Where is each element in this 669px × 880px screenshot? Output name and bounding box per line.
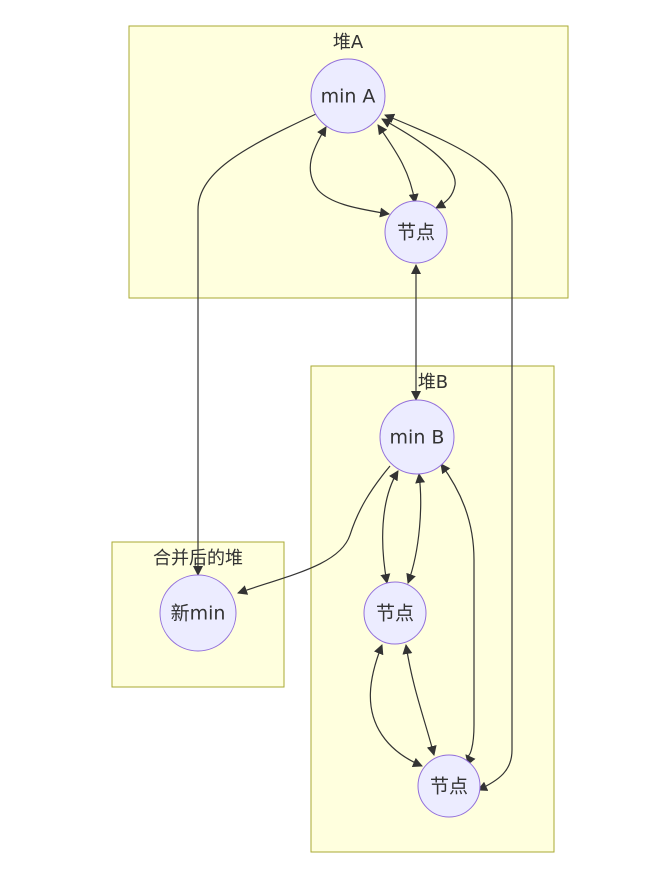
edge-min-a-node-b2: [384, 113, 513, 791]
node-min-b[interactable]: min B: [379, 399, 455, 475]
node-heap-b-child-1-label: 节点: [376, 603, 414, 625]
edge-min-a-new-min: [193, 113, 317, 576]
edge-node-b1-node-b2-right: [402, 644, 437, 756]
node-new-min-label: 新min: [171, 603, 226, 625]
node-min-b-label: min B: [390, 427, 445, 449]
node-min-a-label: min A: [321, 86, 376, 108]
edge-min-a-node-a-left: [309, 126, 390, 218]
edge-min-b-new-min: [237, 465, 391, 595]
node-heap-a-child-label: 节点: [397, 222, 435, 244]
node-heap-a-child[interactable]: 节点: [384, 200, 448, 264]
edges: [193, 113, 513, 791]
edge-min-b-node-b1-right: [406, 473, 426, 584]
node-heap-b-child-2-label: 节点: [430, 776, 468, 798]
node-heap-b-child-1[interactable]: 节点: [363, 581, 427, 645]
cluster-heap-a-title: 堆A: [333, 32, 364, 53]
edge-node-b1-node-b2-left: [369, 644, 423, 768]
node-new-min[interactable]: 新min: [159, 574, 237, 652]
cluster-heap-b-title: 堆B: [418, 372, 448, 393]
edge-min-b-node-b2: [440, 463, 476, 766]
node-min-a[interactable]: min A: [310, 58, 386, 134]
node-heap-b-child-2[interactable]: 节点: [417, 754, 481, 818]
edge-min-b-node-b1-left: [380, 470, 399, 584]
